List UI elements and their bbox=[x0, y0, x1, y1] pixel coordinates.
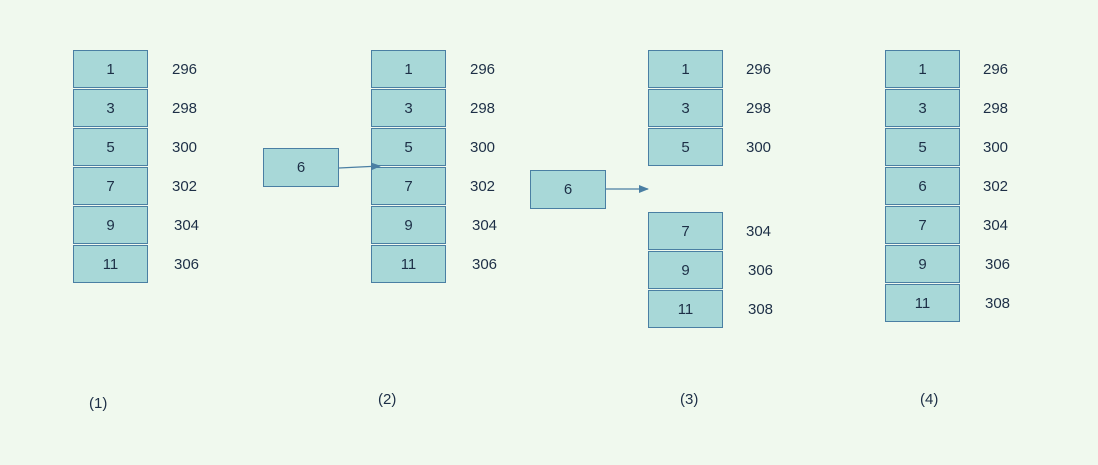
array-cell: 9 bbox=[73, 206, 148, 244]
array-cell: 3 bbox=[885, 89, 960, 127]
array-cell: 11 bbox=[371, 245, 446, 283]
address-label: 308 bbox=[748, 301, 774, 318]
address-label: 302 bbox=[983, 178, 1009, 195]
address-label: 296 bbox=[746, 61, 772, 78]
insert-element: 6 bbox=[530, 170, 606, 209]
array-cell: 3 bbox=[648, 89, 723, 127]
address-label: 298 bbox=[172, 100, 198, 117]
array-cell: 9 bbox=[371, 206, 446, 244]
array-cell: 3 bbox=[73, 89, 148, 127]
array-cell: 11 bbox=[648, 290, 723, 328]
insert-element: 6 bbox=[263, 148, 339, 187]
array-cell: 5 bbox=[648, 128, 723, 166]
address-label: 296 bbox=[172, 61, 198, 78]
address-label: 300 bbox=[983, 139, 1009, 156]
array-cell: 9 bbox=[648, 251, 723, 289]
address-label: 298 bbox=[746, 100, 772, 117]
address-label: 304 bbox=[746, 223, 772, 240]
address-label: 308 bbox=[985, 295, 1011, 312]
array-cell: 5 bbox=[371, 128, 446, 166]
array-cell: 7 bbox=[648, 212, 723, 250]
panel-caption: (4) bbox=[920, 391, 939, 408]
array-cell: 11 bbox=[885, 284, 960, 322]
array-cell: 9 bbox=[885, 245, 960, 283]
address-label: 302 bbox=[172, 178, 198, 195]
address-label: 304 bbox=[472, 217, 498, 234]
array-cell: 1 bbox=[371, 50, 446, 88]
array-cell: 1 bbox=[648, 50, 723, 88]
address-label: 302 bbox=[470, 178, 496, 195]
array-cell: 5 bbox=[885, 128, 960, 166]
array-cell: 7 bbox=[885, 206, 960, 244]
panel-caption: (3) bbox=[680, 391, 699, 408]
panel-caption: (2) bbox=[378, 391, 397, 408]
panel-caption: (1) bbox=[89, 395, 108, 412]
address-label: 306 bbox=[472, 256, 498, 273]
address-label: 306 bbox=[985, 256, 1011, 273]
address-label: 298 bbox=[470, 100, 496, 117]
address-label: 304 bbox=[983, 217, 1009, 234]
address-label: 306 bbox=[748, 262, 774, 279]
array-cell: 1 bbox=[73, 50, 148, 88]
array-cell: 11 bbox=[73, 245, 148, 283]
address-label: 300 bbox=[470, 139, 496, 156]
address-label: 304 bbox=[174, 217, 200, 234]
address-label: 296 bbox=[470, 61, 496, 78]
address-label: 298 bbox=[983, 100, 1009, 117]
array-cell: 6 bbox=[885, 167, 960, 205]
array-cell: 7 bbox=[73, 167, 148, 205]
array-cell: 3 bbox=[371, 89, 446, 127]
address-label: 296 bbox=[983, 61, 1009, 78]
address-label: 300 bbox=[172, 139, 198, 156]
array-cell: 7 bbox=[371, 167, 446, 205]
array-cell: 1 bbox=[885, 50, 960, 88]
address-label: 300 bbox=[746, 139, 772, 156]
array-cell: 5 bbox=[73, 128, 148, 166]
address-label: 306 bbox=[174, 256, 200, 273]
